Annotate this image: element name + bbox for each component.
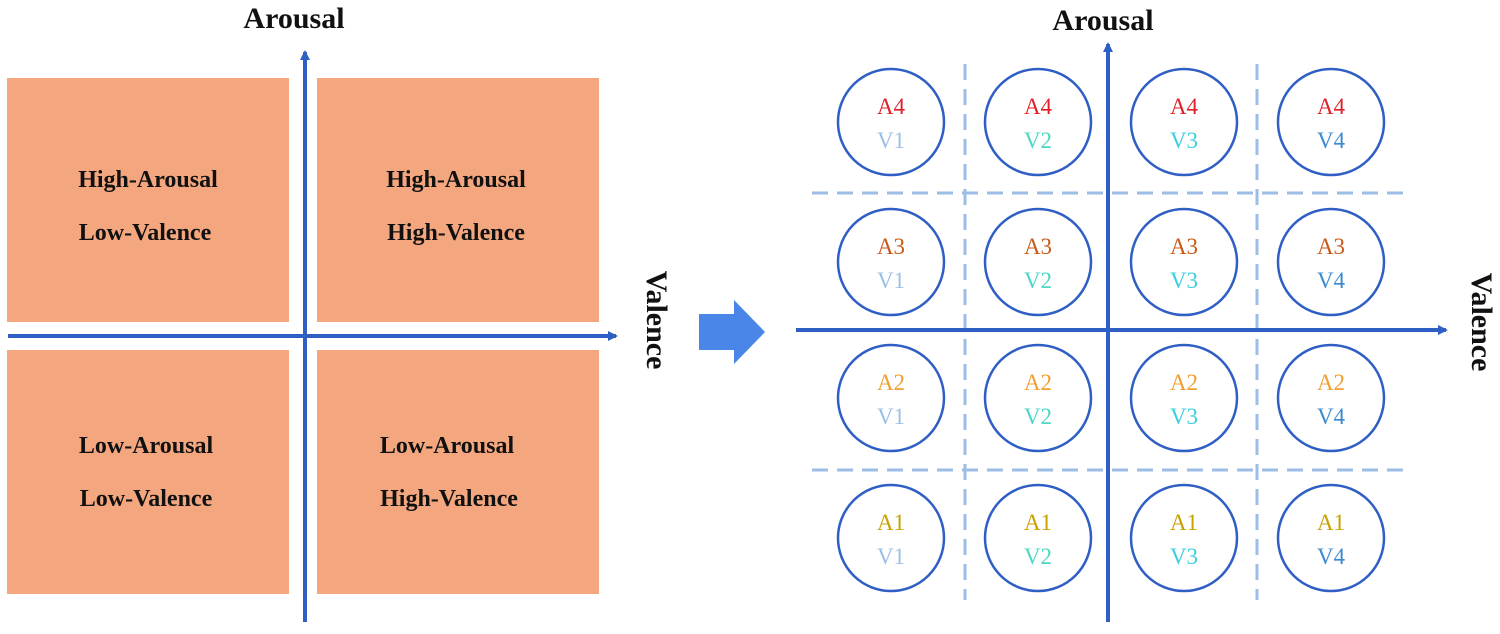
right-arousal-label: Arousal — [1052, 4, 1153, 37]
arousal-level-label: A2 — [877, 370, 905, 395]
arousal-level-label: A2 — [1024, 370, 1052, 395]
arousal-level-label: A4 — [1317, 94, 1346, 119]
quadrant-label-line1: Low-Arousal — [79, 433, 214, 459]
arousal-level-label: A3 — [877, 234, 905, 259]
cell-circle — [983, 343, 1093, 453]
quadrant-label-line1: High-Arousal — [78, 167, 218, 193]
valence-level-label: V4 — [1317, 128, 1346, 153]
valence-level-label: V2 — [1024, 128, 1052, 153]
cell-circle — [1129, 207, 1239, 317]
right-panel: Arousal Valence A4V1A4V2A4V3A4V4A3V1A3V2… — [796, 4, 1498, 622]
cell-circle — [1129, 343, 1239, 453]
arousal-level-label: A2 — [1317, 370, 1345, 395]
arousal-level-label: A2 — [1170, 370, 1198, 395]
left-panel: High-Arousal Low-Valence High-Arousal Hi… — [7, 2, 673, 622]
valence-level-label: V1 — [877, 404, 905, 429]
cell-circle — [1276, 343, 1386, 453]
left-valence-label: Valence — [640, 271, 673, 370]
quadrant-label-line2: Low-Valence — [80, 486, 213, 512]
quadrant-label-line1: High-Arousal — [386, 167, 526, 193]
valence-level-label: V3 — [1170, 544, 1198, 569]
left-arousal-label: Arousal — [243, 2, 344, 35]
valence-level-label: V3 — [1170, 128, 1198, 153]
right-valence-label: Valence — [1465, 273, 1498, 372]
cell-circle — [836, 343, 946, 453]
arousal-level-label: A1 — [877, 510, 905, 535]
quadrant-high-arousal-high-valence — [317, 78, 599, 322]
valence-level-label: V4 — [1317, 544, 1346, 569]
cell-circle — [983, 67, 1093, 177]
cell-circle — [1276, 207, 1386, 317]
arousal-level-label: A4 — [1024, 94, 1053, 119]
quadrant-high-arousal-low-valence — [7, 78, 289, 322]
valence-level-label: V3 — [1170, 404, 1198, 429]
arousal-level-label: A1 — [1317, 510, 1345, 535]
arousal-level-label: A4 — [877, 94, 906, 119]
arousal-level-label: A3 — [1317, 234, 1345, 259]
right-arrow-icon — [699, 300, 765, 364]
cell-circle — [836, 67, 946, 177]
quadrant-label-line2: High-Valence — [380, 486, 518, 512]
valence-level-label: V1 — [877, 128, 905, 153]
quadrant-low-arousal-low-valence — [7, 350, 289, 594]
arousal-level-label: A4 — [1170, 94, 1199, 119]
valence-level-label: V2 — [1024, 404, 1052, 429]
arousal-valence-cells: A4V1A4V2A4V3A4V4A3V1A3V2A3V3A3V4A2V1A2V2… — [836, 67, 1386, 593]
cell-circle — [1129, 483, 1239, 593]
valence-level-label: V3 — [1170, 268, 1198, 293]
quadrant-label-line1: Low-Arousal — [380, 433, 515, 459]
arousal-level-label: A1 — [1024, 510, 1052, 535]
cell-circle — [1129, 67, 1239, 177]
cell-circle — [836, 483, 946, 593]
arousal-level-label: A3 — [1024, 234, 1052, 259]
valence-level-label: V1 — [877, 544, 905, 569]
cell-circle — [836, 207, 946, 317]
arousal-level-label: A1 — [1170, 510, 1198, 535]
cell-circle — [983, 207, 1093, 317]
valence-level-label: V4 — [1317, 404, 1346, 429]
valence-level-label: V2 — [1024, 268, 1052, 293]
valence-level-label: V1 — [877, 268, 905, 293]
arousal-level-label: A3 — [1170, 234, 1198, 259]
cell-circle — [1276, 67, 1386, 177]
valence-level-label: V2 — [1024, 544, 1052, 569]
quadrant-label-line2: High-Valence — [387, 220, 525, 246]
cell-circle — [1276, 483, 1386, 593]
valence-level-label: V4 — [1317, 268, 1346, 293]
quadrant-label-line2: Low-Valence — [79, 220, 212, 246]
quadrant-low-arousal-high-valence — [317, 350, 599, 594]
cell-circle — [983, 483, 1093, 593]
